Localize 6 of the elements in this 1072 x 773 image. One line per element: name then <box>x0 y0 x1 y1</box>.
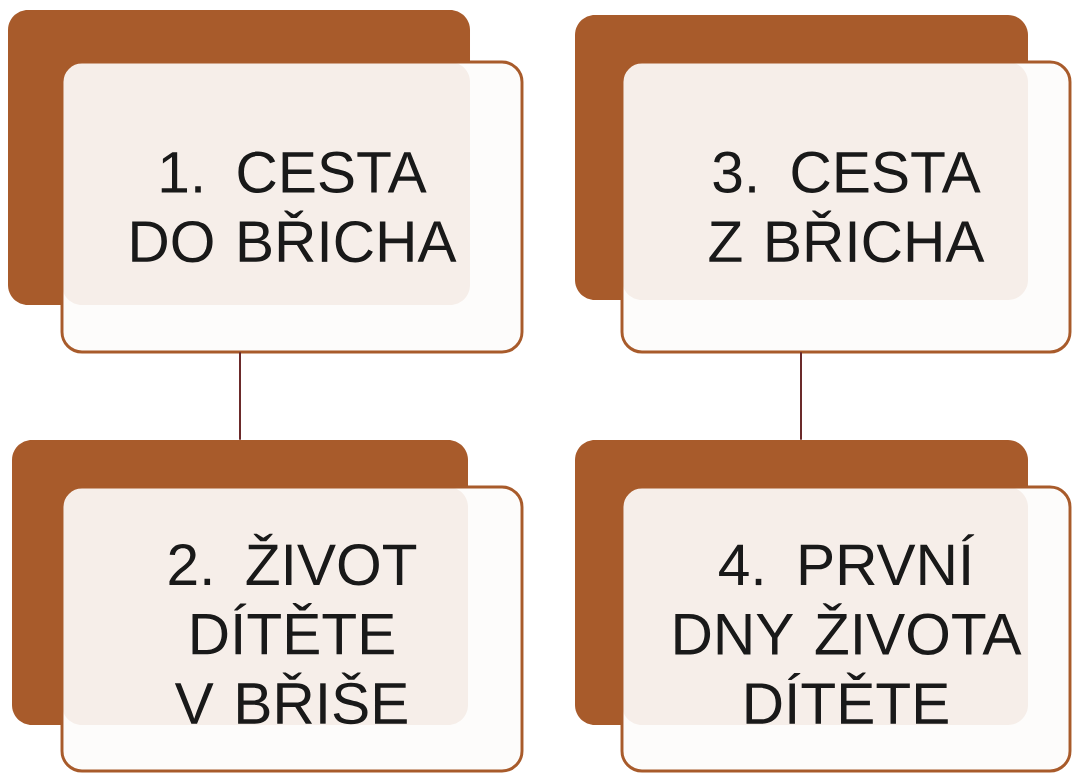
text-card: 1. CESTA DO BŘICHA <box>8 10 524 354</box>
connector-line <box>800 351 802 441</box>
text-card: 4. PRVNÍ DNY ŽIVOTA DÍTĚTE <box>575 440 1072 773</box>
connector-line <box>239 351 241 441</box>
text-card: 3. CESTA Z BŘICHA <box>575 15 1072 354</box>
text-card: 2. ŽIVOT DÍTĚTE V BŘIŠE <box>12 440 524 773</box>
